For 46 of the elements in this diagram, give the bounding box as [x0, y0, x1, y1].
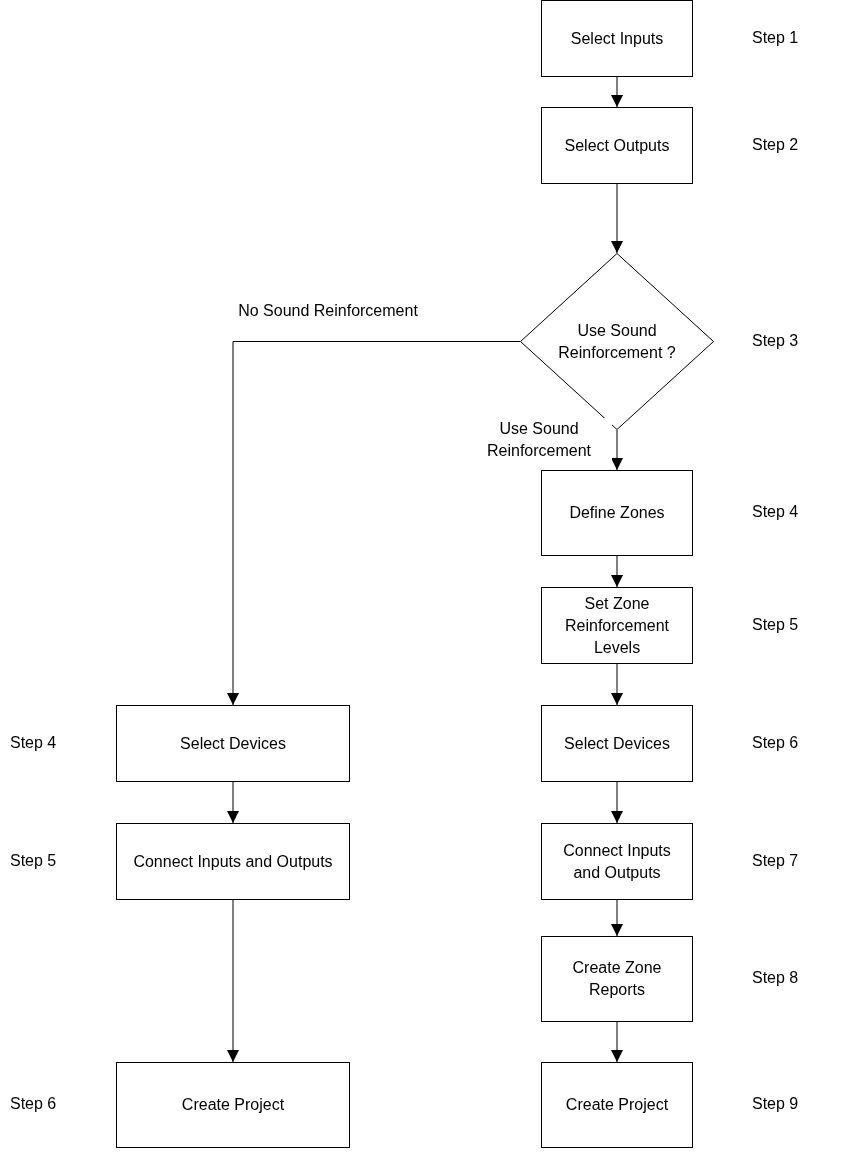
arrow — [611, 781, 623, 824]
process-box — [541, 587, 693, 664]
process-box — [541, 936, 693, 1022]
arrow — [611, 899, 623, 937]
step-text: Select Devices — [179, 733, 287, 754]
arrow — [227, 899, 239, 1063]
arrow — [227, 341, 521, 706]
step-label: Step 2 — [752, 135, 799, 154]
process-box — [116, 705, 350, 782]
step-text: Create Project — [180, 1095, 286, 1115]
step-text: Select Devices — [563, 733, 671, 754]
step-label: Step 7 — [752, 851, 799, 870]
step-label: Step 5 — [10, 851, 57, 870]
step-text: Connect Inputs and Outputs — [132, 851, 334, 872]
arrow — [611, 429, 623, 471]
step-label: Step 1 — [752, 28, 799, 47]
step-label: Step 9 — [752, 1095, 799, 1113]
step-label: Step 6 — [752, 733, 799, 752]
arrow — [611, 663, 623, 706]
process-box — [541, 107, 693, 184]
step-text: Define Zones — [568, 503, 666, 523]
step-label: Step 6 — [10, 1095, 57, 1113]
arrow — [227, 781, 239, 824]
step-text: Create Project — [564, 1095, 670, 1115]
step-text: Set Zone Reinforcement Levels — [563, 593, 670, 658]
arrow — [611, 1021, 623, 1063]
process-box — [541, 470, 693, 556]
step-text: Select Inputs — [569, 28, 665, 49]
step-text: Create Zone Reports — [571, 958, 663, 1000]
process-box — [541, 705, 693, 782]
step-label: Step 5 — [752, 615, 799, 634]
arrow — [611, 555, 623, 588]
process-box — [116, 1062, 350, 1148]
process-box — [541, 823, 693, 900]
process-box — [541, 0, 693, 77]
step-label: Step 8 — [752, 969, 799, 987]
step-text: Connect Inputs and Outputs — [562, 840, 672, 883]
process-box — [541, 1062, 693, 1148]
step-label: Step 3 — [752, 331, 799, 350]
process-box — [116, 823, 350, 900]
arrow — [611, 76, 623, 108]
step-text: Use Sound Reinforcement ? — [557, 320, 677, 363]
step-label: Step 4 — [10, 733, 57, 752]
arrow — [611, 183, 623, 254]
step-label: Step 4 — [752, 503, 799, 521]
step-text: Select Outputs — [563, 135, 671, 156]
